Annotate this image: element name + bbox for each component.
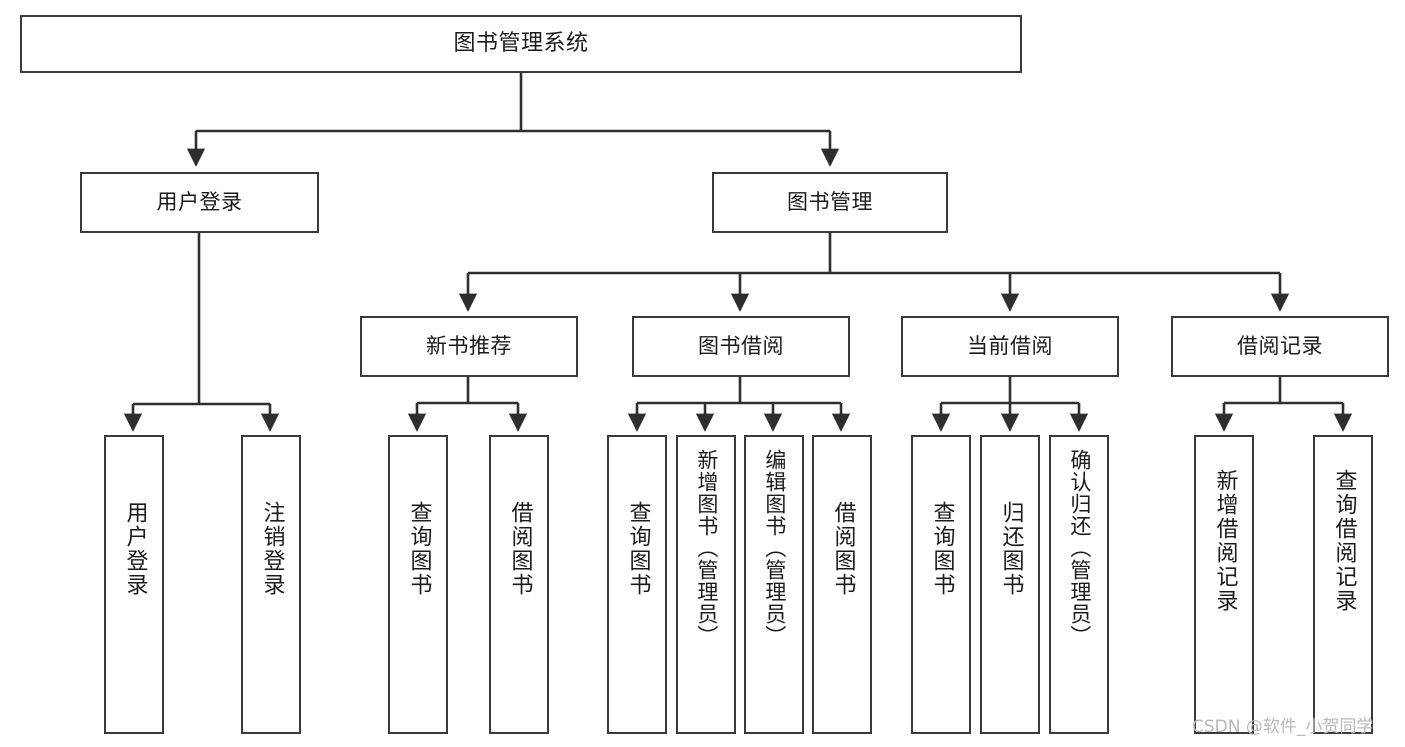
node-label: 新书推荐 (426, 334, 512, 359)
node-label: 当前借阅 (967, 334, 1053, 359)
node-root-system[interactable]: 图书管理系统 (20, 15, 1022, 73)
node-current-borrow[interactable]: 当前借阅 (901, 316, 1119, 377)
node-new-book-recommend[interactable]: 新书推荐 (360, 316, 578, 377)
node-label: 查询图书 (929, 501, 955, 597)
leaf-confirm-return-admin[interactable]: 确认归还（管理员） (1049, 435, 1109, 734)
node-label: 图书借阅 (698, 334, 784, 359)
node-borrow-record[interactable]: 借阅记录 (1171, 316, 1389, 377)
node-label: 图书管理 (787, 190, 873, 215)
node-label: 借阅记录 (1237, 334, 1323, 359)
csdn-watermark: CSDN @软件_小贺同学 (1192, 717, 1374, 737)
leaf-borrow-book-2[interactable]: 借阅图书 (812, 435, 872, 734)
leaf-logout-login[interactable]: 注销登录 (241, 435, 301, 734)
node-label: 图书管理系统 (453, 31, 589, 57)
node-label: 用户登录 (122, 501, 148, 597)
leaf-borrow-book-1[interactable]: 借阅图书 (489, 435, 549, 734)
node-book-management[interactable]: 图书管理 (712, 172, 948, 233)
node-label: 借阅图书 (830, 501, 856, 597)
leaf-user-login[interactable]: 用户登录 (104, 435, 164, 734)
node-label: 查询图书 (625, 501, 651, 597)
leaf-query-borrow-record[interactable]: 查询借阅记录 (1313, 435, 1373, 734)
node-label: 用户登录 (156, 190, 243, 215)
node-label: 编辑图书（管理员） (762, 449, 787, 647)
node-label: 新增借阅记录 (1212, 469, 1238, 613)
leaf-query-book-1[interactable]: 查询图书 (388, 435, 448, 734)
node-book-borrow[interactable]: 图书借阅 (632, 316, 850, 377)
node-label: 确认归还（管理员） (1067, 449, 1092, 647)
node-user-login[interactable]: 用户登录 (80, 172, 319, 233)
leaf-add-borrow-record[interactable]: 新增借阅记录 (1194, 435, 1254, 734)
node-label: 新增图书（管理员） (694, 449, 719, 647)
leaf-return-book[interactable]: 归还图书 (980, 435, 1040, 734)
node-label: 查询图书 (406, 501, 432, 597)
node-label: 注销登录 (259, 501, 285, 597)
leaf-query-book-2[interactable]: 查询图书 (607, 435, 667, 734)
leaf-add-book-admin[interactable]: 新增图书（管理员） (676, 435, 736, 734)
leaf-edit-book-admin[interactable]: 编辑图书（管理员） (744, 435, 804, 734)
node-label: 借阅图书 (507, 501, 533, 597)
node-label: 查询借阅记录 (1331, 469, 1357, 613)
leaf-query-book-3[interactable]: 查询图书 (911, 435, 971, 734)
node-label: 归还图书 (998, 501, 1024, 597)
